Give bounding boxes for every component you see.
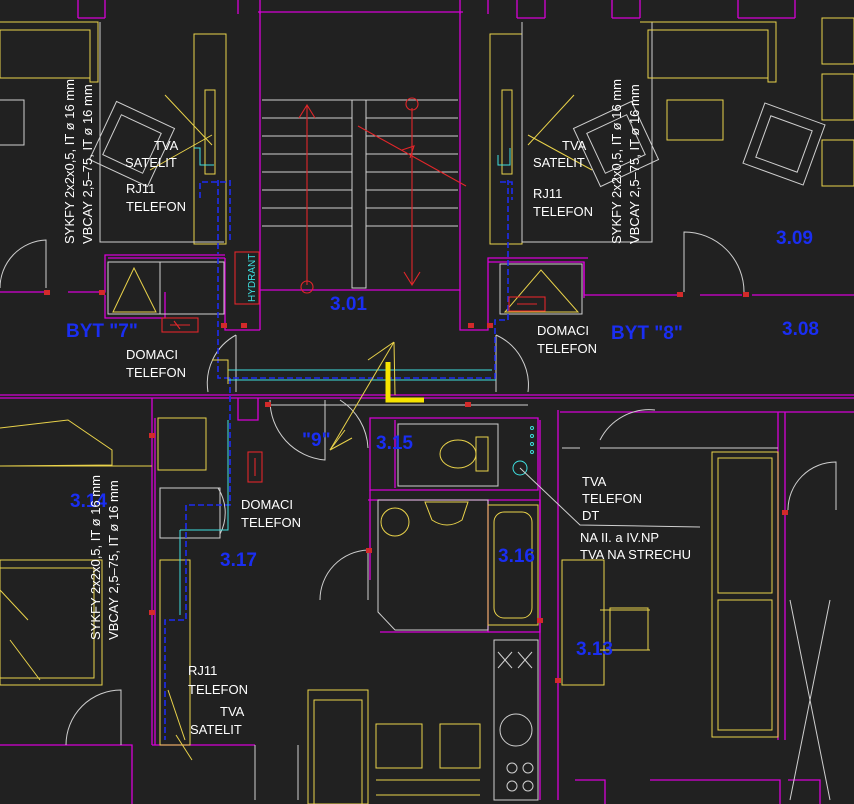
telefon-label-right: TELEFON: [533, 204, 593, 219]
satelit-label-right: SATELIT: [533, 155, 585, 170]
telefon-label-bottom: TELEFON: [188, 682, 248, 697]
room-number-3-15: 3.15: [376, 433, 413, 454]
cable-routes: [164, 147, 513, 761]
telefon-label-left: TELEFON: [126, 199, 186, 214]
cable-specs: SYKFY 2x2x0,5, IT ø 16 mm VBCAY 2,5–75, …: [62, 79, 642, 640]
furniture: [0, 17, 854, 804]
annotations: TVA SATELIT RJ11 TELEFON TVA SATELIT RJ1…: [125, 138, 691, 737]
sykfy-label-top-left: SYKFY 2x2x0,5, IT ø 16 mm: [62, 79, 77, 244]
flat-label-9: "9": [302, 430, 331, 451]
flat-label-byt-8: BYT "8": [611, 323, 683, 344]
room-number-3-01: 3.01: [330, 294, 367, 315]
sykfy-label-top-right: SYKFY 2x2x0,5, IT ø 16 mm: [609, 79, 624, 244]
hydrant-label: HYDRANT: [247, 254, 258, 302]
tva-label-bottom: TVA: [220, 704, 245, 719]
sykfy-label-bottom-left: SYKFY 2x2x0,5, IT ø 16 mm: [88, 475, 103, 640]
room-number-3-14: 3.14: [70, 491, 107, 512]
rj11-label-left: RJ11: [126, 181, 155, 196]
flat-label-byt-7: BYT "7": [66, 321, 138, 342]
domaci-label-left: DOMACI: [126, 347, 178, 362]
domaci-telefon-label-center: TELEFON: [241, 515, 301, 530]
satelit-label-bottom: SATELIT: [190, 722, 242, 737]
domaci-label-right: DOMACI: [537, 323, 589, 338]
telefon-label-dt: TELEFON: [582, 491, 642, 506]
room-number-3-09: 3.09: [776, 228, 813, 249]
domaci-telefon-label-right: TELEFON: [537, 341, 597, 356]
room-number-3-08: 3.08: [782, 319, 819, 340]
room-number-3-16: 3.16: [498, 546, 535, 567]
staircase: [262, 97, 467, 294]
room-number-3-17: 3.17: [220, 550, 257, 571]
domaci-telefon-label-left: TELEFON: [126, 365, 186, 380]
tva-label-left: TVA: [154, 138, 179, 153]
rj11-label-bottom: RJ11: [188, 663, 217, 678]
room-numbers: 3.01 3.09 3.08 3.15 3.14 3.17 3.16 3.13 …: [66, 228, 819, 660]
dt-label: DT: [582, 508, 599, 523]
satelit-label-left: SATELIT: [125, 155, 177, 170]
vbcay-label-bottom-left: VBCAY 2,5–75, IT ø 16 mm: [106, 480, 121, 640]
domaci-label-center: DOMACI: [241, 497, 293, 512]
vbcay-label-top-left: VBCAY 2,5–75, IT ø 16 mm: [80, 84, 95, 244]
na-ii-iv-label: NA II. a IV.NP: [580, 530, 659, 545]
tva-na-strechu-label: TVA NA STRECHU: [580, 547, 691, 562]
room-number-3-13: 3.13: [576, 639, 613, 660]
tva-label-dt: TVA: [582, 474, 607, 489]
vbcay-label-top-right: VBCAY 2,5–75, IT ø 16 mm: [627, 84, 642, 244]
antenna-symbol: [329, 341, 701, 528]
tva-label-right: TVA: [562, 138, 587, 153]
rj11-label-right: RJ11: [533, 186, 562, 201]
devices: [44, 251, 788, 683]
